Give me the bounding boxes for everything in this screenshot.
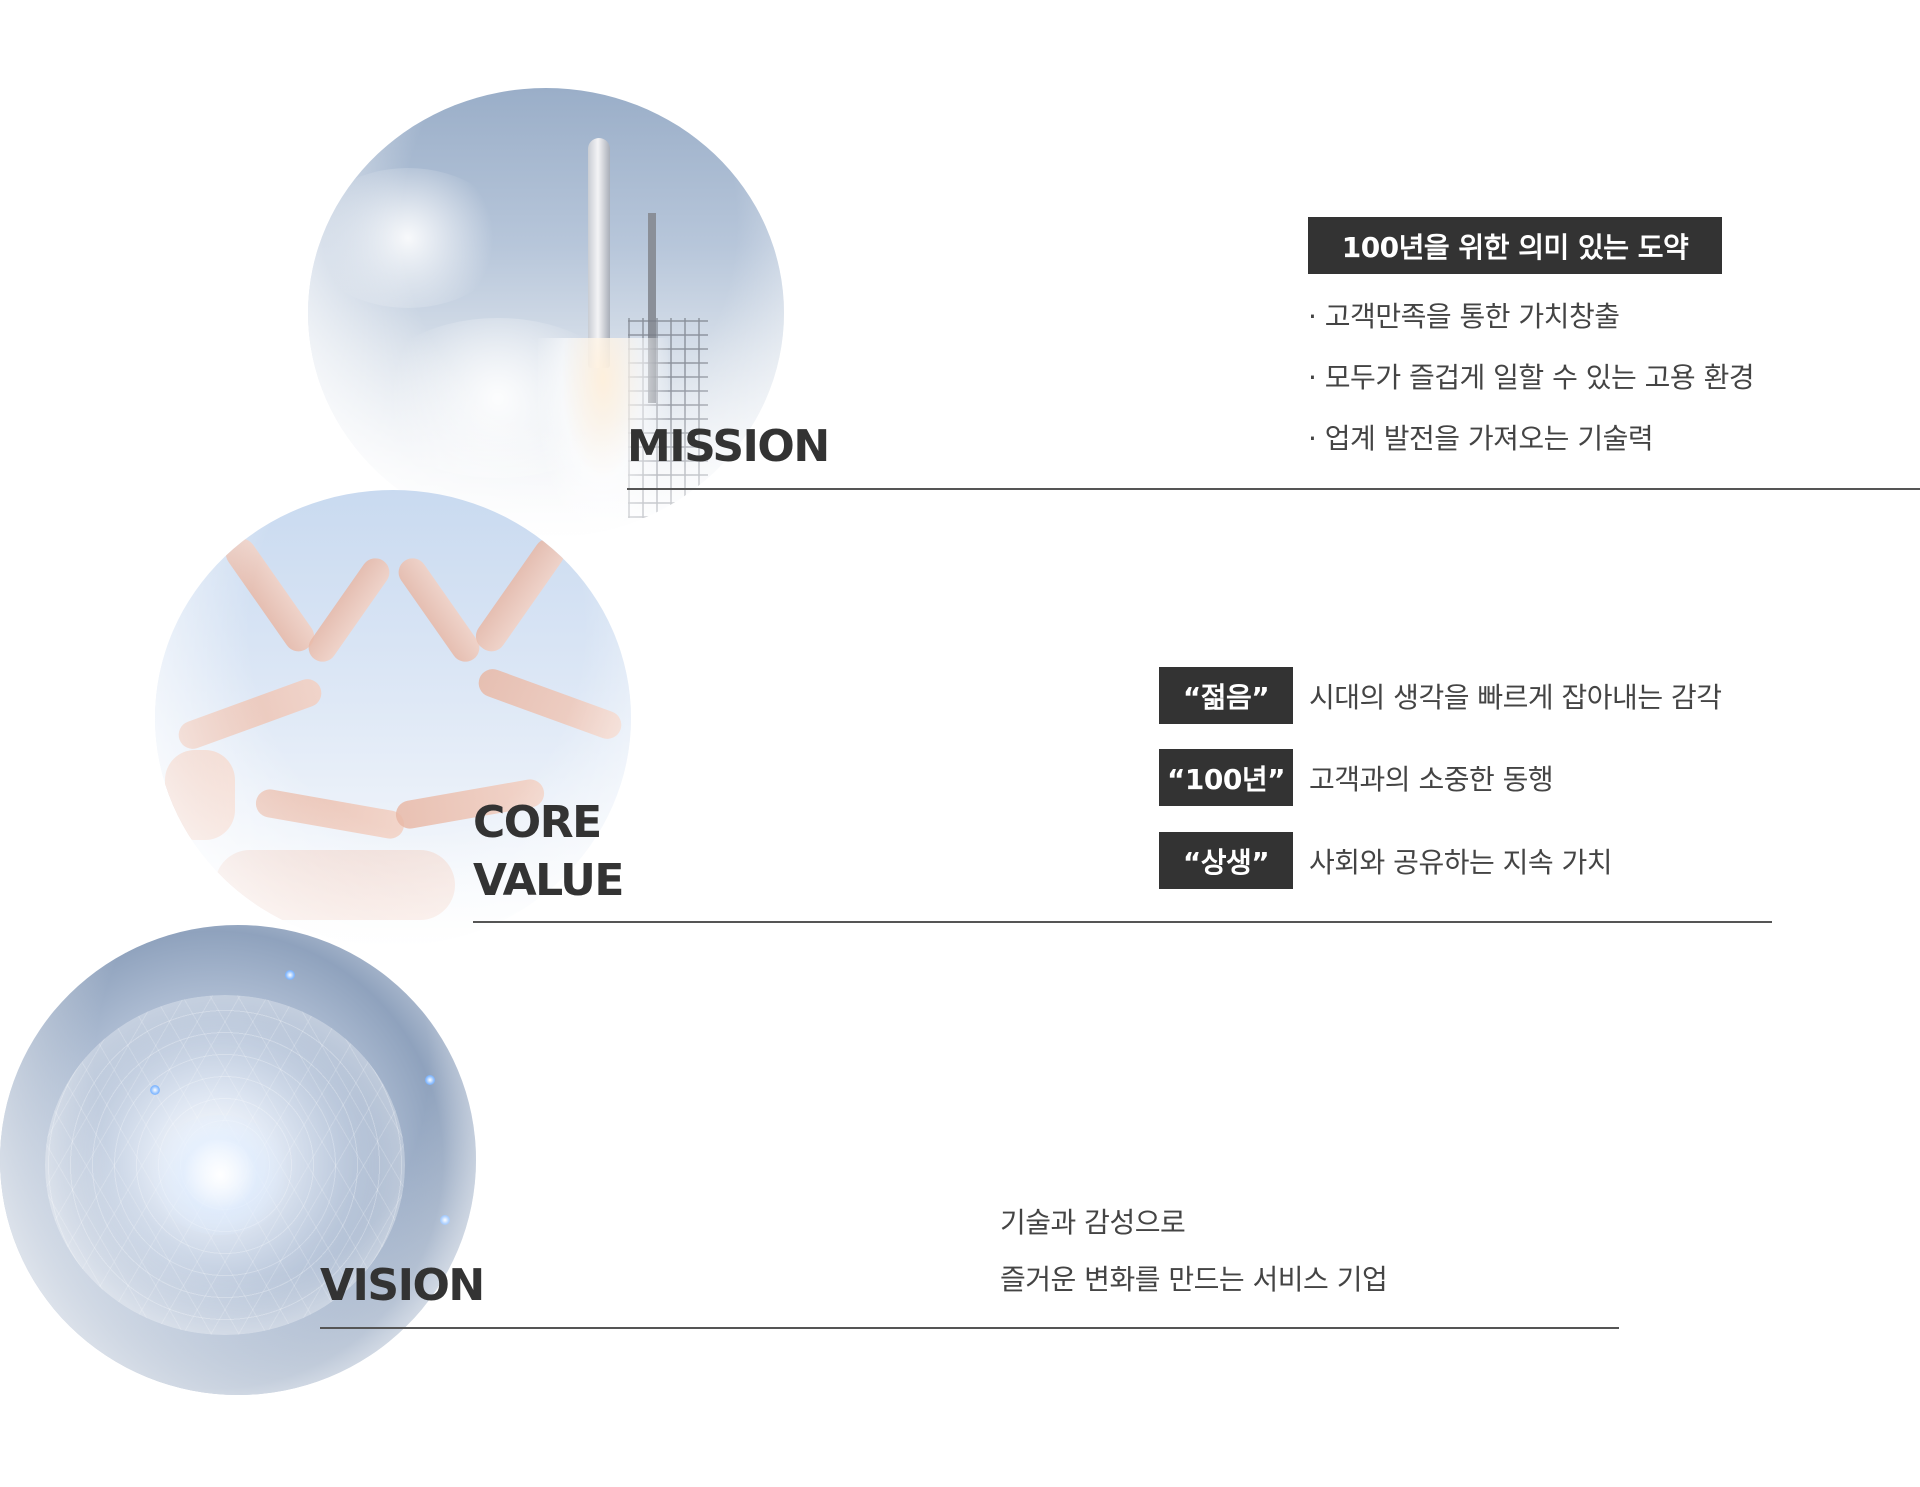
core-value-row: “100년” 고객과의 소중한 동행 [1159, 749, 1554, 806]
core-value-text: 고객과의 소중한 동행 [1309, 762, 1554, 796]
vision-line: 즐거운 변화를 만드는 서비스 기업 [1000, 1263, 1388, 1296]
core-value-text: 사회와 공유하는 지속 가치 [1309, 845, 1613, 879]
vision-heading: VISION [320, 1260, 485, 1311]
core-value-text: 시대의 생각을 빠르게 잡아내는 감각 [1309, 680, 1722, 714]
core-value-tag: “젊음” [1159, 667, 1293, 724]
vision-statement: 기술과 감성으로 즐거운 변화를 만드는 서비스 기업 [1000, 1194, 1388, 1308]
core-value-heading-line2: VALUE [473, 855, 624, 906]
vision-line: 기술과 감성으로 [1000, 1206, 1186, 1239]
core-value-tag: “100년” [1159, 749, 1293, 806]
globe-glow [150, 1115, 290, 1235]
mission-image [308, 88, 784, 538]
mission-badge: 100년을 위한 의미 있는 도약 [1308, 217, 1722, 274]
mission-divider [627, 488, 1920, 490]
core-value-row: “상생” 사회와 공유하는 지속 가치 [1159, 832, 1613, 889]
core-value-image [155, 490, 631, 946]
core-value-heading-line1: CORE [473, 797, 602, 848]
mission-list: · 고객만족을 통한 가치창출 · 모두가 즐겁게 일할 수 있는 고용 환경 … [1308, 293, 1755, 476]
mission-item: · 고객만족을 통한 가치창출 [1308, 300, 1620, 333]
mission-item: · 업계 발전을 가져오는 기술력 [1308, 422, 1654, 455]
mission-heading: MISSION [627, 421, 830, 472]
core-value-heading: CORE VALUE [473, 794, 624, 910]
vision-image [0, 925, 476, 1395]
mission-item: · 모두가 즐겁게 일할 수 있는 고용 환경 [1308, 361, 1755, 394]
rocket-plume [538, 338, 668, 538]
core-value-row: “젊음” 시대의 생각을 빠르게 잡아내는 감각 [1159, 667, 1722, 724]
launch-tower [648, 213, 656, 403]
rocket-icon [588, 138, 610, 368]
vision-divider [320, 1327, 1619, 1329]
core-value-tag: “상생” [1159, 832, 1293, 889]
core-value-divider [473, 921, 1772, 923]
